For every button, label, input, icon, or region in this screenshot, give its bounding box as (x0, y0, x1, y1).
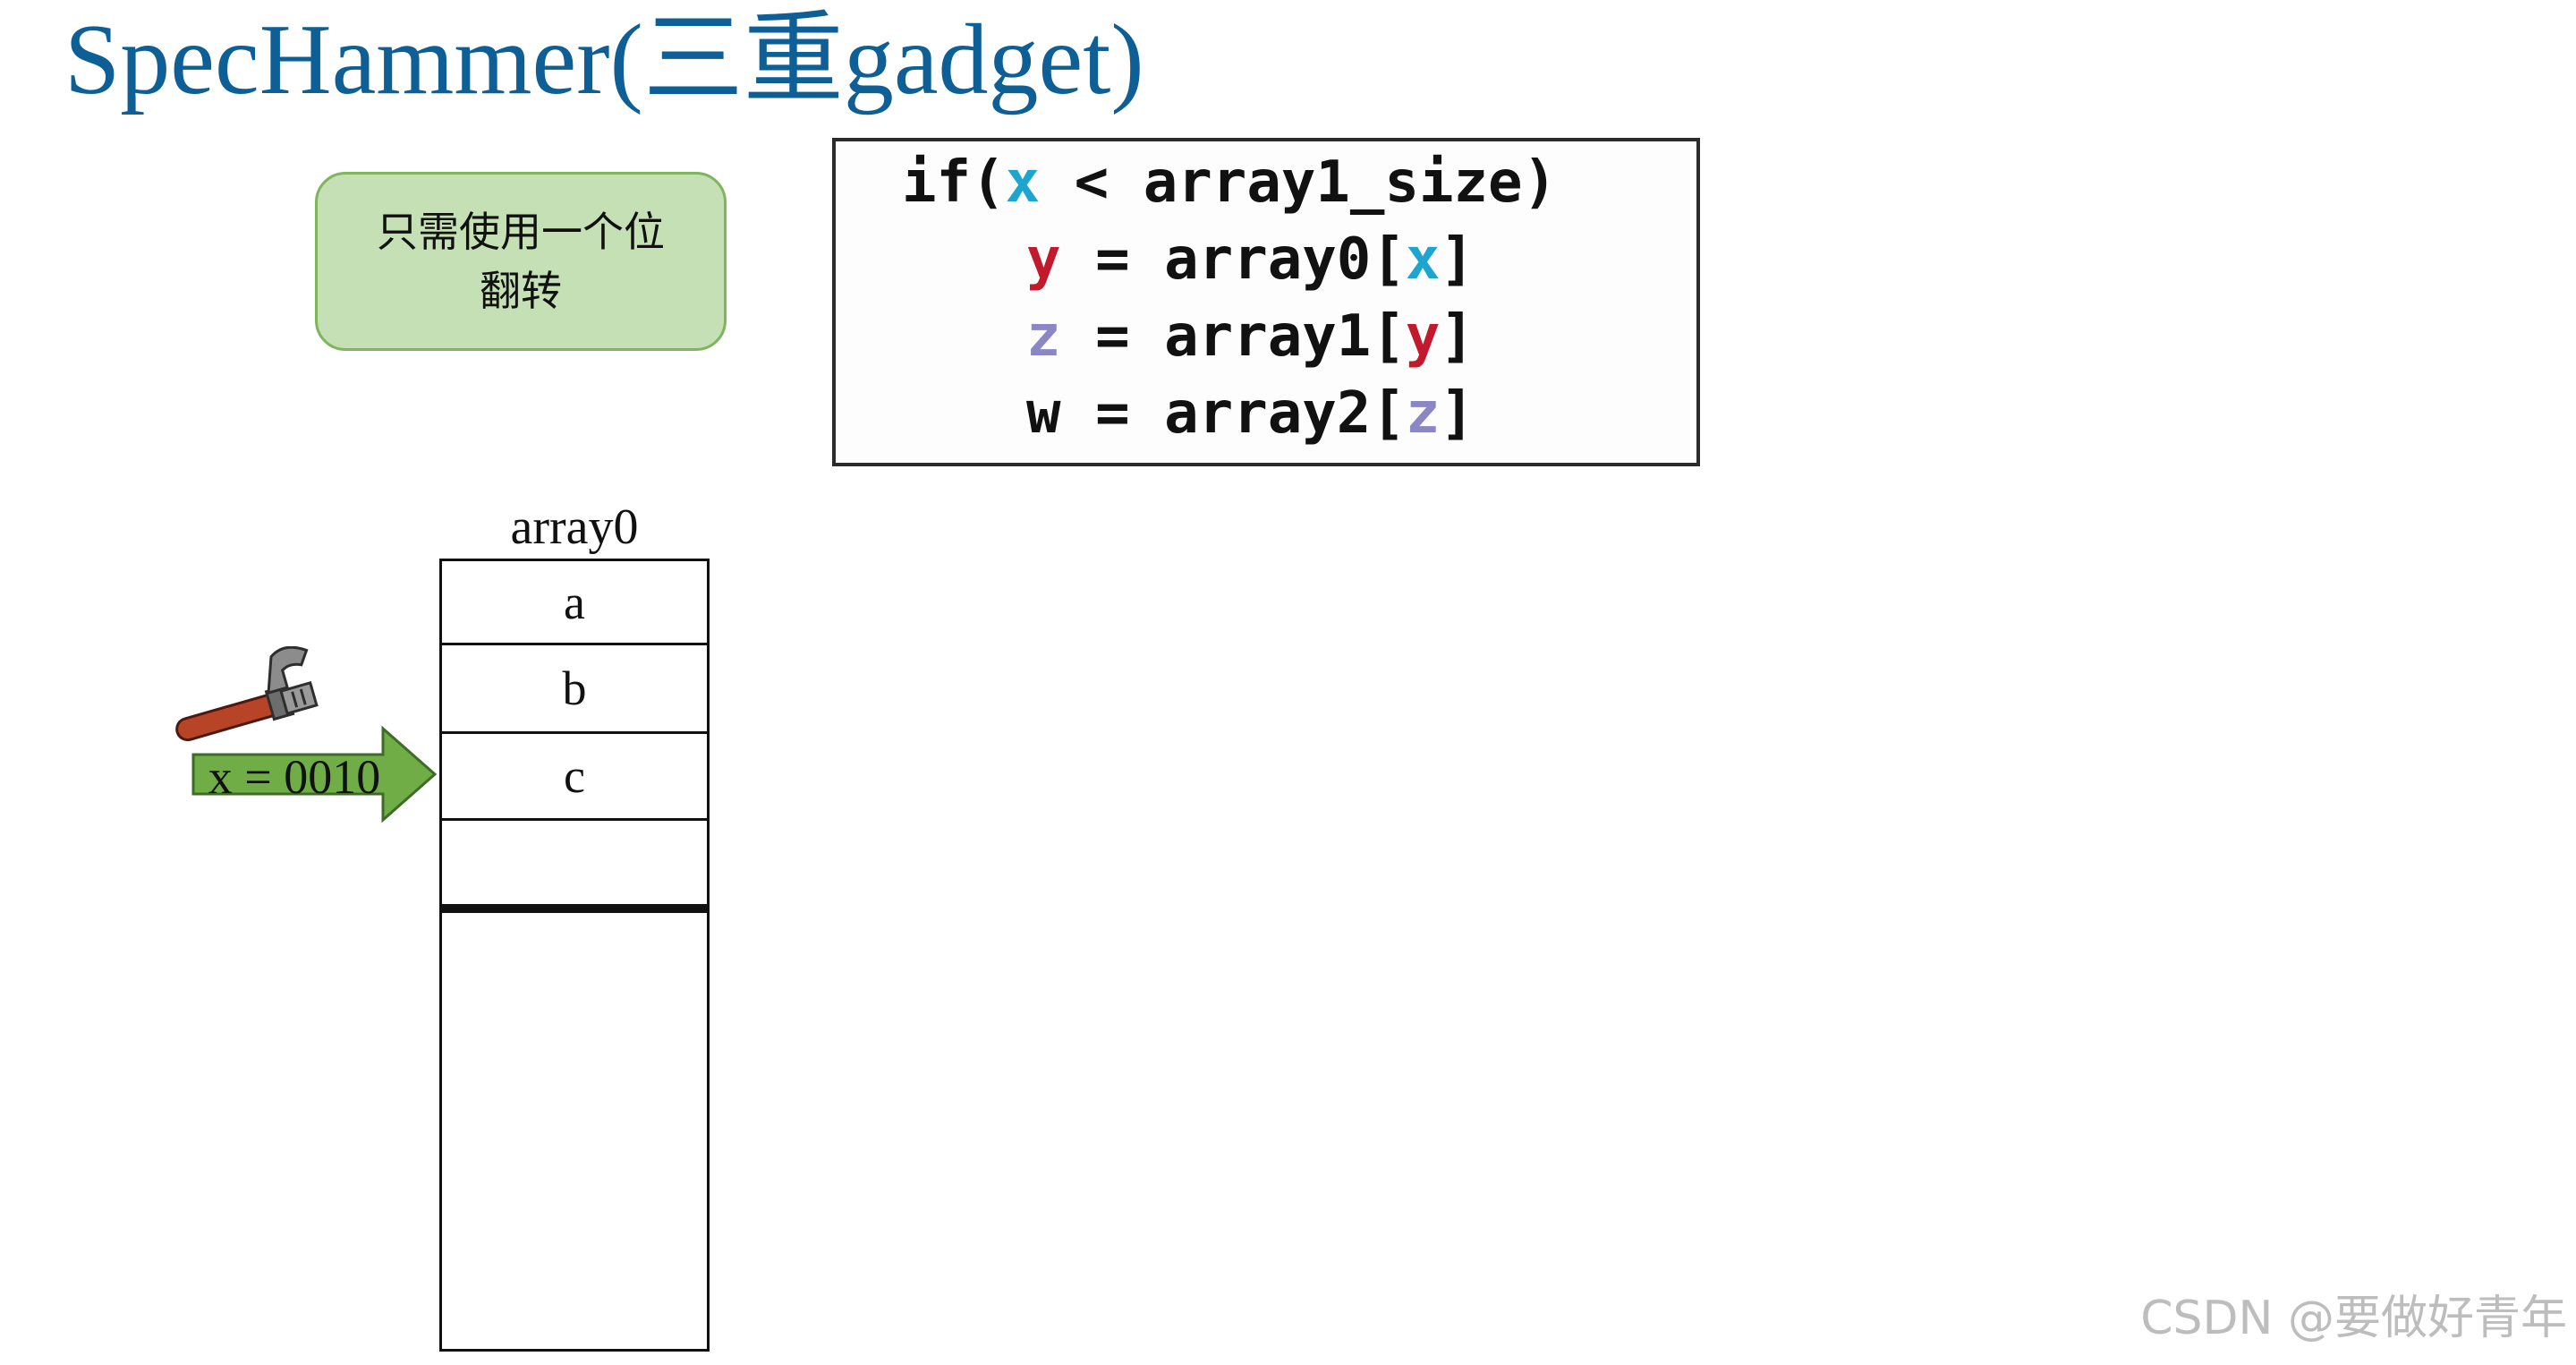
code-var-w: w (1026, 380, 1061, 447)
code-token: ] (1440, 380, 1475, 447)
code-snippet: if(x < array1_size) y = array0[x] z = ar… (832, 138, 1700, 466)
code-line-1: if(x < array1_size) (902, 147, 1557, 218)
slide-title: SpecHammer(三重gadget) (64, 2, 1144, 118)
code-token: = array0[ (1061, 226, 1406, 293)
note-line-2: 翻转 (480, 261, 562, 320)
code-line-3: z = array1[y] (1026, 301, 1475, 372)
code-var-z: z (1406, 380, 1441, 447)
array-cell: c (442, 734, 707, 818)
code-token: if( (902, 149, 1006, 216)
code-token: = array2[ (1061, 380, 1406, 447)
note-line-1: 只需使用一个位 (377, 202, 665, 261)
code-token: ] (1440, 303, 1475, 370)
array-cell (442, 821, 707, 904)
array0-memory: a b c (439, 559, 710, 1352)
array-label: array0 (440, 498, 709, 557)
code-token: ] (1440, 226, 1475, 293)
code-var-z: z (1026, 303, 1061, 370)
code-var-x: x (1006, 149, 1041, 216)
index-arrow-label: x = 0010 (199, 750, 390, 804)
code-line-2: y = array0[x] (1026, 224, 1475, 295)
code-token: = array1[ (1061, 303, 1406, 370)
code-var-y: y (1406, 303, 1441, 370)
hammer-icon (163, 646, 324, 746)
array-boundary (442, 904, 707, 913)
note-box: 只需使用一个位 翻转 (315, 172, 727, 351)
watermark: CSDN @要做好青年 (2140, 1280, 2567, 1347)
array-cell: a (442, 561, 707, 643)
code-token: < array1_size) (1040, 149, 1557, 216)
code-line-4: w = array2[z] (1026, 378, 1475, 449)
array-cell: b (442, 645, 707, 731)
code-var-x: x (1406, 226, 1441, 293)
code-var-y: y (1026, 226, 1061, 293)
